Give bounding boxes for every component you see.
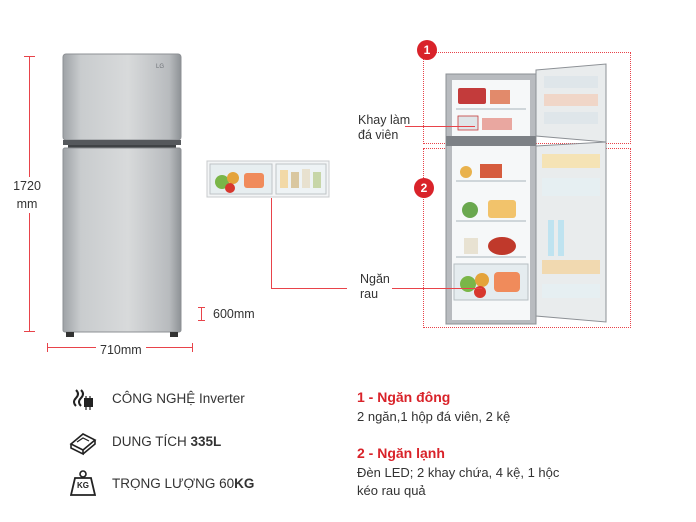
open-fridge-image (445, 63, 607, 325)
crisper-closeup-image (206, 160, 330, 198)
closed-fridge-image: LG (62, 53, 182, 337)
weight-icon-text: KG (77, 481, 89, 490)
feature-inverter-label: CÔNG NGHỆ Inverter (112, 391, 245, 406)
svg-text:LG: LG (156, 64, 164, 70)
feature-capacity-label: DUNG TÍCH 335L (112, 434, 222, 449)
ice-tray-pointer (405, 126, 475, 127)
crisper-callout: Ngăn rau (360, 272, 390, 301)
freezer-desc: 2 ngăn,1 hộp đá viên, 2 kệ (357, 409, 511, 424)
fridge-badge: 2 (414, 178, 434, 198)
capacity-icon (69, 433, 97, 456)
feature-inverter: CÔNG NGHỆ Inverter (70, 386, 330, 414)
freezer-section: 1 - Ngăn đông 2 ngăn,1 hộp đá viên, 2 kệ (357, 389, 687, 426)
feature-weight-label: TRỌNG LƯỢNG 60KG (112, 476, 255, 491)
crisper-connector-horizontal (271, 288, 347, 289)
fridge-desc-line1: Đèn LED; 2 khay chứa, 4 kệ, 1 hộc (357, 465, 560, 480)
fridge-desc-line2: kéo rau quả (357, 483, 426, 498)
depth-dimension (198, 307, 206, 321)
crisper-connector (271, 198, 272, 288)
inverter-chip-icon (73, 389, 93, 410)
height-label: 1720 mm (10, 177, 44, 213)
fridge-title: 2 - Ngăn lạnh (357, 445, 445, 461)
weight-icon (70, 470, 96, 496)
ice-tray-callout: Khay làm đá viên (358, 113, 411, 142)
feature-capacity: DUNG TÍCH 335L (69, 428, 330, 456)
feature-weight: KG TRỌNG LƯỢNG 60KG (70, 469, 330, 499)
crisper-pointer (392, 288, 482, 289)
fridge-section: 2 - Ngăn lạnh Đèn LED; 2 khay chứa, 4 kệ… (357, 445, 687, 500)
freezer-title: 1 - Ngăn đông (357, 389, 451, 405)
depth-label: 600mm (213, 307, 255, 321)
freezer-badge: 1 (417, 40, 437, 60)
width-label: 710mm (96, 343, 146, 357)
